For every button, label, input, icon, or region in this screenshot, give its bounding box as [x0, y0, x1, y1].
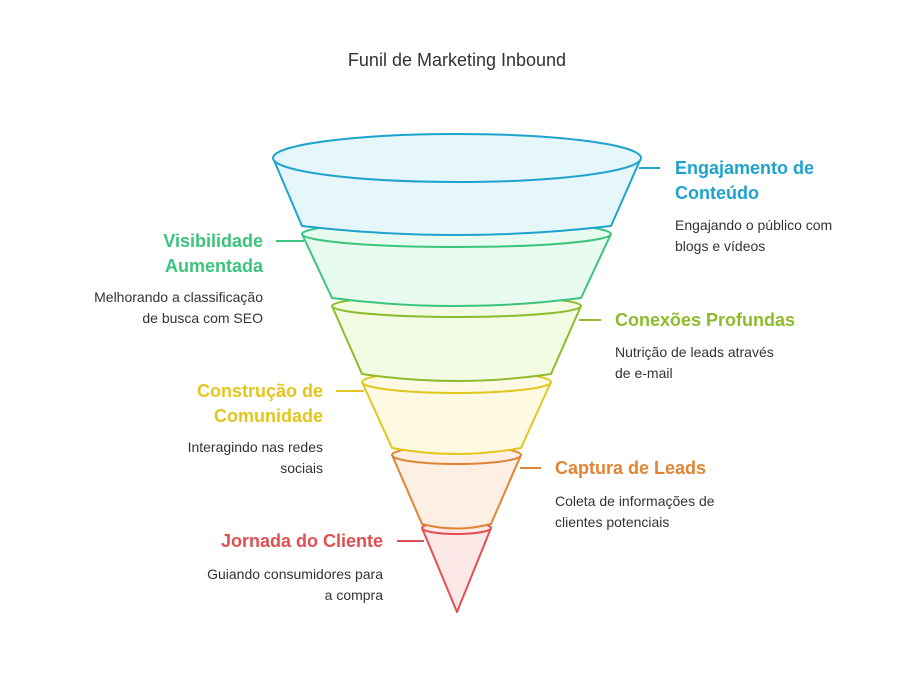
stage-label-visibilidade: Visibilidade Aumentada — [163, 231, 263, 276]
stage-label-conexoes: Conexões Profundas — [615, 310, 796, 330]
stage-label-captura: Captura de Leads — [555, 458, 707, 478]
funnel-stage-4-body — [361, 381, 552, 455]
funnel-stage-6 — [421, 521, 492, 613]
funnel-stage-2-body — [301, 233, 612, 307]
funnel-stage-6-body — [421, 527, 492, 613]
funnel-stage-1-rim — [272, 133, 642, 183]
funnel-stage-3 — [331, 294, 582, 382]
stage-description-jornada: Guiando consumidores para a compra — [207, 566, 383, 603]
stage-description-engajamento: Engajando o público com blogs e vídeos — [675, 217, 833, 254]
funnel-stage-5-body — [391, 454, 522, 530]
page-title: Funil de Marketing Inbound — [347, 50, 567, 70]
stage-description-captura: Coleta de informações de clientes potenc… — [555, 493, 715, 530]
stage-description-comunidade: Interagindo nas redes sociais — [187, 439, 323, 476]
stage-label-comunidade: Construção de Comunidade — [196, 381, 323, 426]
stage-label-jornada: Jornada do Cliente — [220, 531, 383, 551]
funnel-stage-5 — [391, 445, 522, 530]
funnel-stage-4 — [361, 370, 552, 455]
funnel-stage-1 — [272, 133, 642, 236]
funnel-stage-3-body — [331, 305, 582, 382]
stage-description-conexoes: Nutrição de leads através de e-mail — [615, 344, 774, 381]
stage-label-engajamento: Engajamento de Conteúdo — [675, 158, 815, 203]
stage-description-visibilidade: Melhorando a classificação de busca com … — [94, 289, 263, 326]
